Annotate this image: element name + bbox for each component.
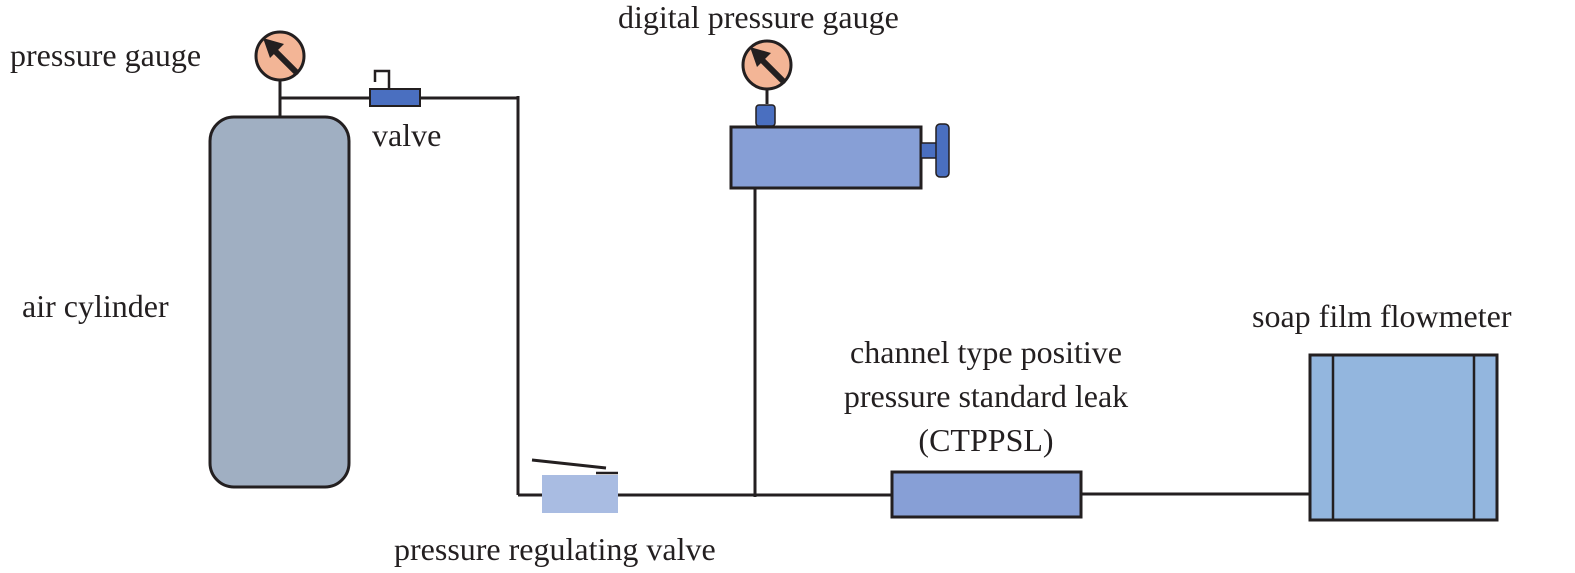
digital-pressure-gauge [729,39,950,190]
soap-film-flowmeter [1308,353,1499,522]
air-cylinder [208,115,351,489]
flowmeter-body [1308,353,1499,522]
label-pressure-gauge: pressure gauge [10,37,201,73]
valve-icon [369,69,421,107]
regulating-valve-lever [531,458,607,470]
label-air-cylinder: air cylinder [22,288,169,324]
label-ctppsl-line2: pressure standard leak [844,378,1128,414]
pressure-gauge-icon [254,30,306,82]
label-ctppsl-line1: channel type positive [850,334,1122,370]
label-valve: valve [372,117,441,153]
pressure-regulating-valve [531,458,618,513]
regulating-valve-body [542,475,618,513]
handwheel [935,123,950,178]
digital-gauge-body [729,125,923,190]
gauge-connector [755,104,776,127]
label-ctppsl-line3: (CTPPSL) [918,422,1053,458]
handwheel-shaft [920,142,938,159]
label-digital-pressure-gauge: digital pressure gauge [618,0,899,35]
label-soap-film-flowmeter: soap film flowmeter [1252,298,1512,334]
label-pressure-regulating-valve: pressure regulating valve [394,531,716,567]
digital-pressure-gauge-dial-icon [741,39,793,91]
ctppsl-leak [890,470,1083,519]
